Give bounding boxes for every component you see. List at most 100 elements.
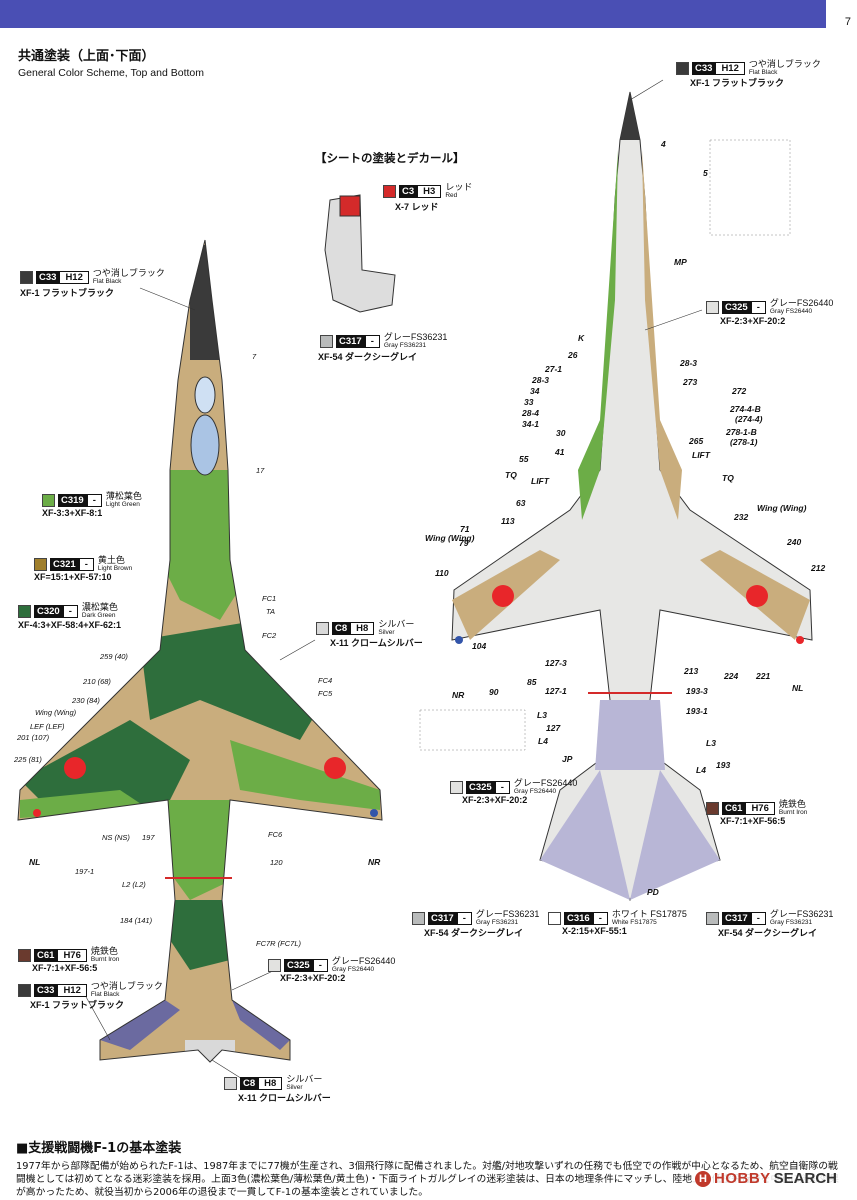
label-221: 221: [756, 671, 771, 681]
mix-c325-bot: XF-2:3+XF-20:2: [280, 973, 346, 983]
label-7: 7: [252, 352, 257, 361]
label-224: 224: [724, 671, 739, 681]
label-jp: JP: [562, 754, 573, 764]
label-201: 201 (107): [17, 733, 50, 742]
mix-c61-right: XF-7:1+XF-56:5: [720, 816, 786, 826]
label-193-3: 193-3: [686, 686, 708, 696]
label-55: 55: [519, 454, 529, 464]
mix-c8-bot: X-11 クロームシルバー: [238, 1093, 331, 1103]
label-79: 79: [459, 538, 469, 548]
label-85: 85: [527, 677, 537, 687]
mix-c61-left: XF-7:1+XF-56:5: [32, 963, 98, 973]
mix-c325-right: XF-2:3+XF-20:2: [720, 316, 786, 326]
label-28-3: 28-3: [532, 375, 550, 385]
mix-c33-bot: XF-1 フラットブラック: [30, 1000, 125, 1010]
label-110: 110: [435, 568, 449, 578]
label-ta: TA: [266, 607, 276, 616]
label-71: 71: [460, 524, 470, 534]
label-113: 113: [501, 516, 515, 526]
label-274-4-b: 274-4-B: [730, 404, 761, 414]
page-number: 7: [844, 16, 851, 28]
page-title-en: General Color Scheme, Top and Bottom: [18, 67, 204, 79]
section-body: 1977年から部隊配備が始められたF-1は、1987年までに77機が生産され、3…: [16, 1161, 840, 1198]
mix-c321: XF=15:1+XF-57:10: [34, 572, 112, 582]
label-l4-b: L4: [696, 765, 706, 775]
label-63: 63: [516, 498, 526, 508]
label-fc6: FC6: [268, 830, 283, 839]
label-197-1: 197-1: [75, 867, 95, 876]
label-28-3-r: 28-3: [680, 358, 698, 368]
label-lift-l: LIFT: [531, 476, 549, 486]
mix-c320: XF-4:3+XF-58:4+XF-62:1: [18, 620, 122, 630]
mix-c325-mid: XF-2:3+XF-20:2: [462, 795, 528, 805]
label-l3-b: L3: [706, 738, 716, 748]
label-33: 33: [524, 397, 534, 407]
label-193: 193: [716, 760, 731, 770]
label-fc4: FC4: [318, 676, 333, 685]
label-273: 273: [683, 377, 698, 387]
label-wing-r: Wing (Wing): [757, 503, 807, 513]
hinomaru-under-left: [492, 585, 514, 607]
label-278-1-b: 278-1-B: [726, 427, 757, 437]
label-272: 272: [732, 386, 747, 396]
label-30: 30: [556, 428, 566, 438]
label-lift-r: LIFT: [692, 450, 710, 460]
label-pd: PD: [647, 887, 659, 897]
seat-section-title: 【シートの塗装とデカール】: [315, 151, 465, 165]
mix-c317-seat: XF-54 ダークシーグレイ: [318, 352, 418, 362]
mix-c3: X-7 レッド: [395, 202, 439, 212]
hinomaru-left: [64, 757, 86, 779]
label-259: 259 (40): [100, 652, 128, 661]
label-34-1: 34-1: [522, 419, 540, 429]
label-212: 212: [811, 563, 826, 573]
label-240: 240: [787, 537, 802, 547]
label-fc2: FC2: [262, 631, 277, 640]
label-127: 127: [546, 723, 561, 733]
label-mp: MP: [674, 257, 687, 267]
label-tq-r: TQ: [722, 473, 734, 483]
label-fc1: FC1: [262, 594, 277, 603]
mix-c317-b: XF-54 ダークシーグレイ: [718, 928, 818, 938]
hobbysearch-watermark: H HOBBY SEARCH: [692, 1170, 841, 1187]
label-b5: 5: [703, 168, 708, 178]
label-90: 90: [489, 687, 499, 697]
canopy: [190, 414, 220, 476]
hinomaru-under-right: [746, 585, 768, 607]
section-title: ■支援戦闘機F-1の基本塗装: [16, 1141, 182, 1156]
label-225: 225 (81): [14, 755, 42, 764]
label-fc7r: FC7R (FC7L): [256, 939, 302, 948]
label-274-4: (274-4): [735, 414, 763, 424]
label-27-1: 27-1: [545, 364, 563, 374]
label-230: 230 (84): [72, 696, 100, 705]
label-210: 210 (68): [83, 677, 111, 686]
label-fc5: FC5: [318, 689, 333, 698]
ejection-seat-illustration: [324, 194, 396, 313]
label-wing-l: Wing (Wing): [425, 533, 475, 543]
label-127-3: 127-3: [545, 658, 567, 668]
label-265: 265: [689, 436, 704, 446]
label-104: 104: [472, 641, 487, 651]
label-197: 197: [142, 833, 155, 842]
label-wing-top: Wing (Wing): [35, 708, 77, 717]
label-l3-a: L3: [537, 710, 547, 720]
label-l4-a: L4: [538, 736, 548, 746]
label-tq-l: TQ: [505, 470, 517, 480]
label-26: 26: [568, 350, 578, 360]
label-k: K: [578, 333, 585, 343]
label-120: 120: [270, 858, 283, 867]
label-213: 213: [684, 666, 699, 676]
